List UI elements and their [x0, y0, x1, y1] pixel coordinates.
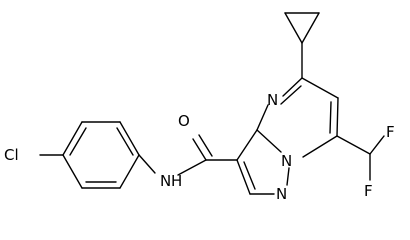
bond-c3-c2 — [236, 159, 251, 195]
chemical-structure-diagram: Cl O N H N N N F F — [4, 12, 395, 203]
bond-npyr-c5-inner — [280, 85, 302, 105]
atom-amide-oxygen: O — [178, 112, 190, 130]
bond-ring-4 — [119, 154, 140, 189]
bond-c3-c4 — [236, 129, 258, 161]
bond-c5-c6 — [301, 77, 339, 99]
atom-fluorine-top: F — [386, 123, 395, 141]
atom-chlorine: Cl — [4, 146, 19, 164]
atom-pyrazole-n: N — [276, 185, 287, 203]
bond-n1-nbr — [286, 167, 290, 186]
bond-ring-inner-1 — [69, 127, 87, 156]
bond-co-2 — [198, 134, 213, 157]
atom-pyrimidine-n: N — [267, 91, 278, 109]
atom-amide-nh-h: H — [171, 172, 182, 190]
bond-c6-c7-inner — [329, 101, 332, 134]
atom-labels: Cl O N H N N N F F — [4, 91, 395, 203]
bond-chf2-f-top — [369, 135, 385, 155]
bond-c3-c2-inner — [243, 161, 256, 190]
bonds — [39, 12, 385, 195]
atom-amide-nh-n: N — [160, 172, 171, 190]
bond-c6-c7 — [336, 97, 339, 137]
bond-co-1 — [192, 138, 207, 161]
bond-nh-carbonyl — [177, 159, 207, 176]
bond-c7-nbr — [302, 135, 338, 158]
bond-c4-npyr — [256, 104, 269, 131]
atom-bridgehead-n: N — [281, 152, 292, 170]
bond-cp-3 — [301, 12, 320, 44]
atom-fluorine-bottom: F — [364, 182, 373, 200]
bond-cp-1 — [284, 12, 303, 44]
bond-ring-1 — [62, 121, 83, 156]
bond-ring-nh — [138, 154, 156, 174]
bond-c7-chf2 — [336, 135, 371, 155]
bond-nbr-c4 — [256, 129, 282, 153]
bond-ring-inner-2 — [116, 127, 134, 156]
bond-ring-6 — [62, 154, 83, 189]
bond-npyr-c5 — [282, 77, 303, 97]
bond-ring-3 — [119, 121, 140, 156]
